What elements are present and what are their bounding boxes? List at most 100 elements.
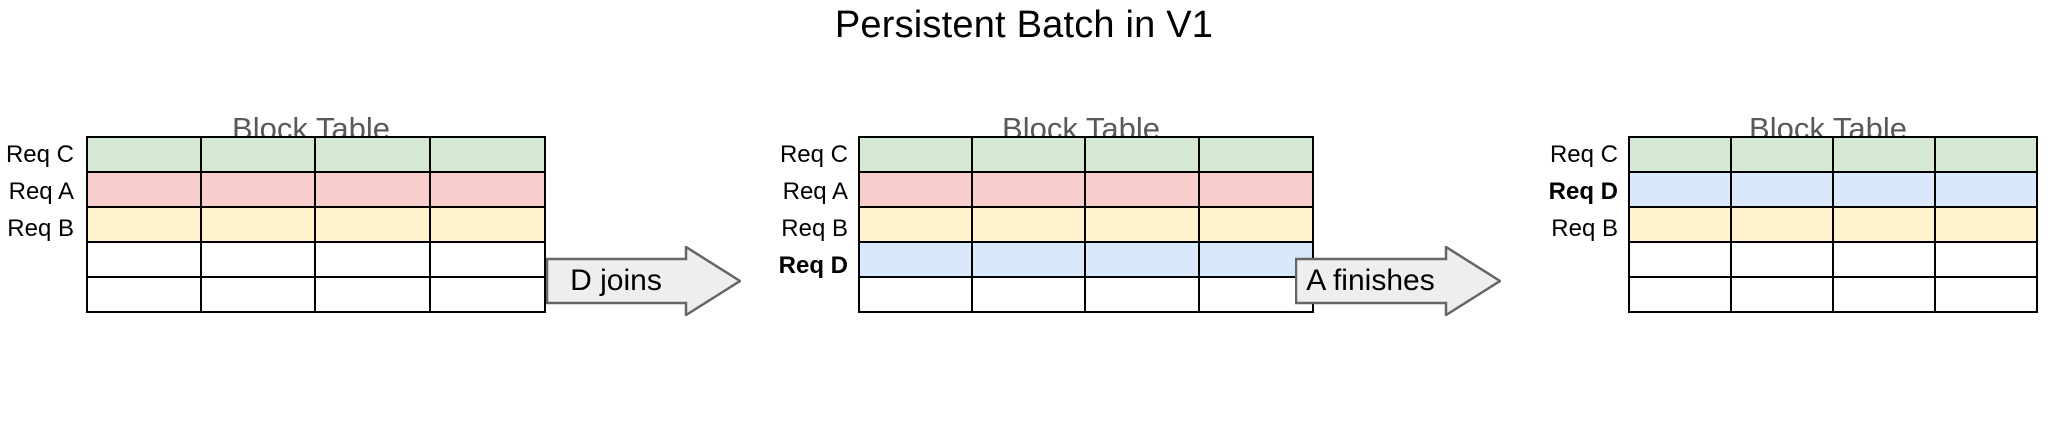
block-cell[interactable] [1730,171,1834,208]
block-cell[interactable] [86,206,202,243]
block-cell[interactable] [429,241,546,278]
row-label-req-b: Req B [7,215,74,242]
table-row [1628,136,2038,173]
block-cell[interactable] [1832,136,1936,173]
block-cell[interactable] [971,241,1086,278]
row-label-req-c: Req C [1549,141,1618,168]
table-row [858,136,1314,173]
block-cell[interactable] [971,276,1086,313]
row-label-empty-1 [1468,247,1628,284]
block-cell[interactable] [429,206,546,243]
row-label-empty-1 [698,284,858,321]
block-cell[interactable] [1198,276,1314,313]
block-cell[interactable] [1084,171,1200,208]
block-cell[interactable] [200,276,316,313]
block-cell[interactable] [429,276,546,313]
block-cell[interactable] [858,171,973,208]
block-cell[interactable] [200,241,316,278]
table-row [86,171,546,208]
block-cell[interactable] [858,206,973,243]
table-row [1628,241,2038,278]
block-cell[interactable] [86,136,202,173]
block-cell[interactable] [1628,136,1732,173]
table-row [86,276,546,313]
block-cell[interactable] [86,171,202,208]
block-cell[interactable] [1934,206,2038,243]
row-label-empty-1 [0,247,84,284]
block-cell[interactable] [1084,136,1200,173]
table-row [858,171,1314,208]
block-cell[interactable] [200,136,316,173]
table-row [86,206,546,243]
row-label-req-d: Req D [1548,178,1618,205]
block-cell[interactable] [1628,241,1732,278]
block-cell[interactable] [314,171,431,208]
table-row [858,206,1314,243]
table-row [1628,171,2038,208]
table-row [1628,206,2038,243]
block-cell[interactable] [858,276,973,313]
block-cell[interactable] [1084,206,1200,243]
block-table-after-d-joins [858,136,1314,313]
block-cell[interactable] [314,241,431,278]
block-cell[interactable] [314,276,431,313]
block-cell[interactable] [1730,136,1834,173]
block-cell[interactable] [1198,206,1314,243]
block-cell[interactable] [858,241,973,278]
right-arrow-icon [546,246,741,316]
block-cell[interactable] [1832,241,1936,278]
block-table-initial [86,136,546,313]
block-cell[interactable] [1832,171,1936,208]
block-cell[interactable] [429,136,546,173]
row-label-empty-2 [0,284,84,321]
block-cell[interactable] [1934,241,2038,278]
block-cell[interactable] [971,136,1086,173]
block-cell[interactable] [86,276,202,313]
block-cell[interactable] [1628,276,1732,313]
block-cell[interactable] [1832,206,1936,243]
block-cell[interactable] [1198,136,1314,173]
block-cell[interactable] [1198,241,1314,278]
table-row [86,136,546,173]
row-label-req-d: Req D [778,252,848,279]
table-row [858,276,1314,313]
row-label-column: Req C Req A Req B Req D [698,136,858,321]
block-cell[interactable] [1934,171,2038,208]
row-label-column: Req C Req D Req B [1468,136,1628,321]
block-cell[interactable] [314,136,431,173]
block-table-after-a-finishes [1628,136,2038,313]
block-cell[interactable] [1730,276,1834,313]
panel-initial: Block Table Req C Req A Req B [0,0,546,421]
block-cell[interactable] [858,136,973,173]
block-cell[interactable] [1934,136,2038,173]
right-arrow-icon [1295,246,1501,316]
block-cell[interactable] [971,206,1086,243]
block-cell[interactable] [1730,241,1834,278]
row-label-column: Req C Req A Req B [0,136,84,321]
block-cell[interactable] [1832,276,1936,313]
block-cell[interactable] [971,171,1086,208]
table-row [86,241,546,278]
block-cell[interactable] [86,241,202,278]
block-cell[interactable] [1198,171,1314,208]
block-cell[interactable] [1628,171,1732,208]
row-label-req-b: Req B [1551,215,1618,242]
block-cell[interactable] [1084,276,1200,313]
block-cell[interactable] [1934,276,2038,313]
row-label-req-a: Req A [782,178,848,205]
block-cell[interactable] [1730,206,1834,243]
panel-after-a-finishes: Block Table Req C Req D Req B [1500,0,2048,421]
block-cell[interactable] [200,171,316,208]
block-cell[interactable] [429,171,546,208]
row-label-req-a: Req A [8,178,74,205]
block-cell[interactable] [314,206,431,243]
block-cell[interactable] [1084,241,1200,278]
row-label-req-c: Req C [779,141,848,168]
page-title: Persistent Batch in V1 [834,4,1214,46]
table-row [1628,276,2038,313]
block-cell[interactable] [1628,206,1732,243]
table-row [858,241,1314,278]
panel-after-d-joins: Block Table Req C Req A Req B Req D [742,0,1314,421]
row-label-req-c: Req C [5,141,74,168]
block-cell[interactable] [200,206,316,243]
